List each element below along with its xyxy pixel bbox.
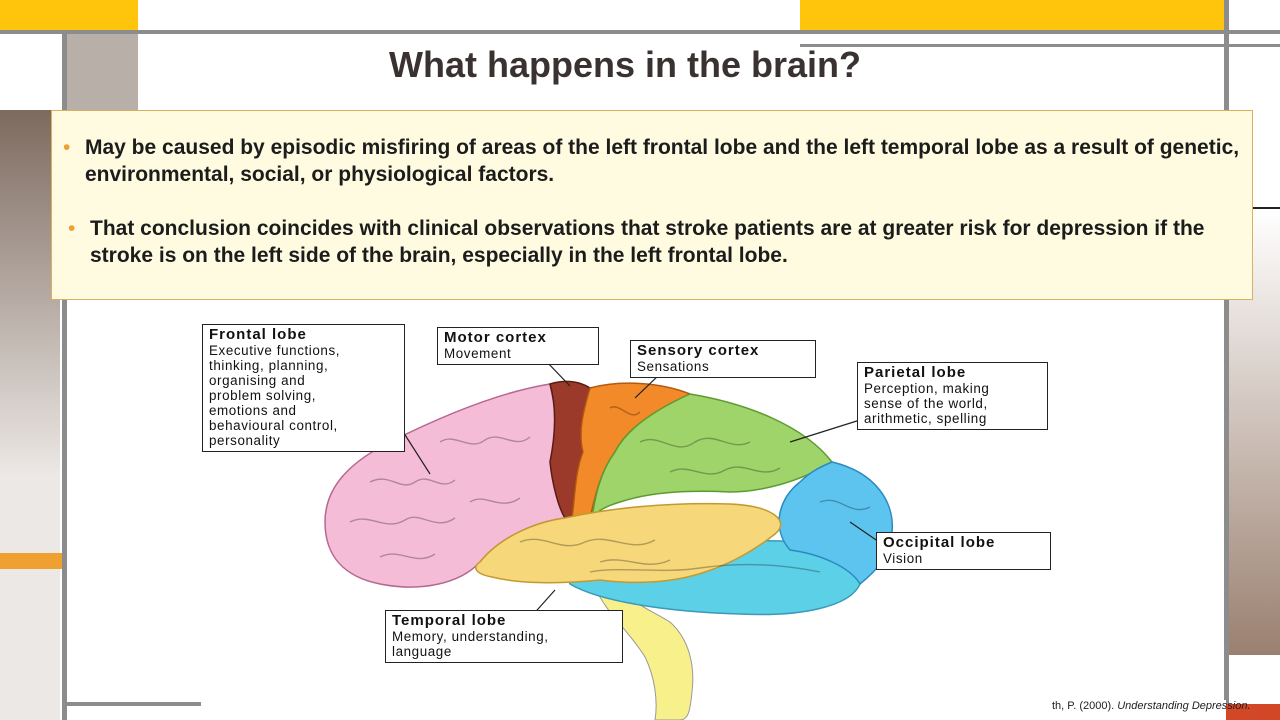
motor-cortex-label: Motor cortex Movement xyxy=(437,327,599,365)
parietal-lobe-description: Perception, making sense of the world, a… xyxy=(864,380,990,426)
decor-left-pillar xyxy=(66,34,138,114)
source-citation: th, P. (2000). Understanding Depression. xyxy=(1052,700,1251,712)
bullet-dot-icon: • xyxy=(68,217,76,240)
frontal-lobe-title: Frontal lobe xyxy=(209,326,307,343)
decor-orange-accent xyxy=(0,553,62,569)
decor-top-rule xyxy=(0,30,1280,34)
frontal-lobe-label: Frontal lobe Executive functions, thinki… xyxy=(202,324,405,452)
bullet-dot-icon: • xyxy=(63,136,71,159)
parietal-lobe-title: Parietal lobe xyxy=(864,364,967,381)
decor-yellow-bar-left xyxy=(0,0,138,30)
decor-left-band xyxy=(0,110,60,720)
decor-citation-backdrop xyxy=(1050,700,1226,720)
sensory-cortex-title: Sensory cortex xyxy=(637,342,760,359)
occipital-lobe-label: Occipital lobe Vision xyxy=(876,532,1051,570)
occipital-lobe-description: Vision xyxy=(883,550,923,566)
decor-yellow-bar-right xyxy=(800,0,1224,30)
decor-right-line xyxy=(1229,207,1280,209)
sensory-cortex-description: Sensations xyxy=(637,358,710,374)
frontal-lobe-description: Executive functions, thinking, planning,… xyxy=(209,342,341,448)
temporal-lobe-region xyxy=(475,502,782,584)
decor-right-rule xyxy=(1224,0,1229,720)
decor-bottom-rule xyxy=(66,702,201,706)
temporal-lobe-description: Memory, understanding, language xyxy=(392,628,549,659)
bullet-text: May be caused by episodic misfiring of a… xyxy=(85,136,1240,186)
citation-author: th, P. (2000). xyxy=(1052,700,1118,712)
bullet-item: • That conclusion coincides with clinica… xyxy=(68,216,1240,269)
gyri-texture xyxy=(349,406,871,573)
temporal-lobe-label: Temporal lobe Memory, understanding, lan… xyxy=(385,610,623,663)
decor-left-rule xyxy=(62,34,67,720)
occipital-lobe-title: Occipital lobe xyxy=(883,534,996,551)
sensory-cortex-label: Sensory cortex Sensations xyxy=(630,340,816,378)
citation-title: Understanding Depression. xyxy=(1117,700,1251,712)
motor-cortex-title: Motor cortex xyxy=(444,329,547,346)
slide-title: What happens in the brain? xyxy=(388,44,861,85)
decor-top-rule-right xyxy=(800,44,1280,47)
parietal-lobe-region xyxy=(591,393,834,519)
bullet-callout-box: • May be caused by episodic misfiring of… xyxy=(51,110,1253,300)
brain-lobes-diagram: Frontal lobe Executive functions, thinki… xyxy=(200,322,1060,720)
occipital-lobe-region xyxy=(778,461,893,586)
bullet-item: • May be caused by episodic misfiring of… xyxy=(63,135,1250,188)
motor-cortex-description: Movement xyxy=(444,345,512,361)
temporal-lobe-title: Temporal lobe xyxy=(392,612,507,629)
parietal-lobe-label: Parietal lobe Perception, making sense o… xyxy=(857,362,1048,430)
bullet-text: That conclusion coincides with clinical … xyxy=(90,217,1205,267)
